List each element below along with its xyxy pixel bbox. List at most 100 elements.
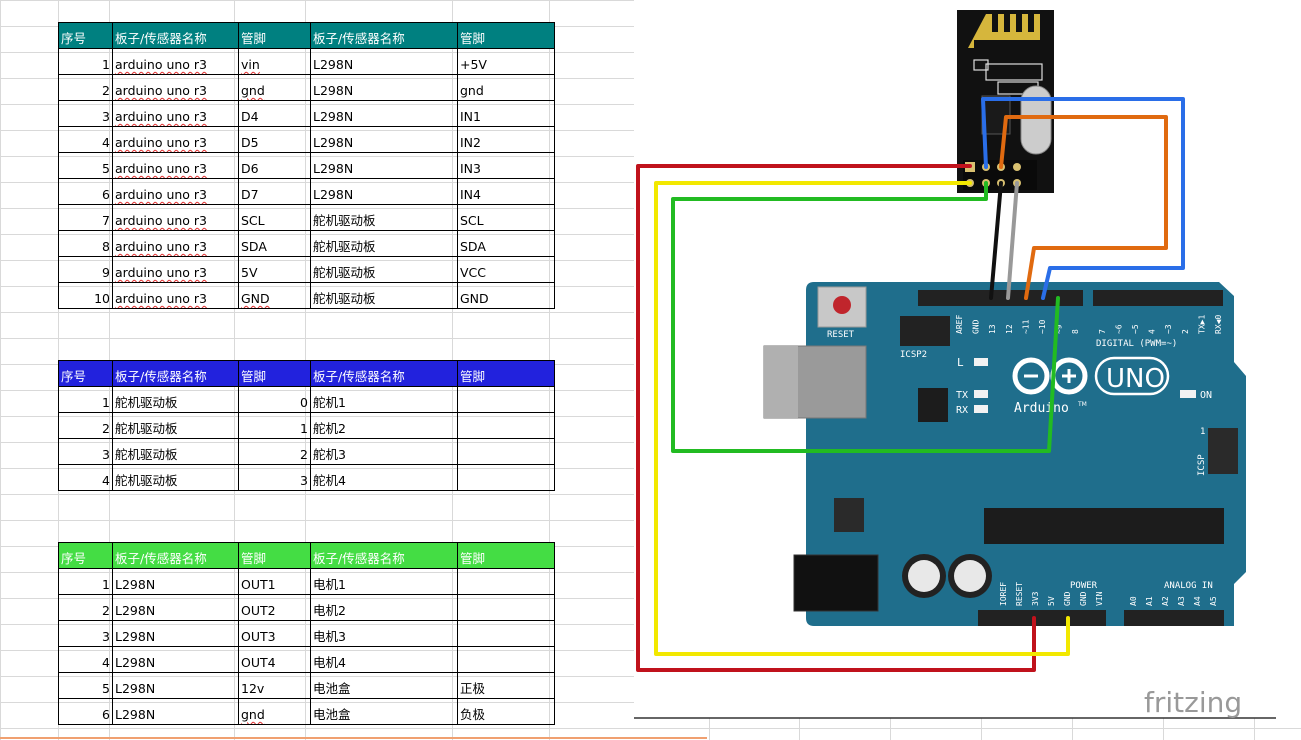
header-cell[interactable]: 序号 — [58, 542, 113, 569]
table-cell[interactable]: 5 — [58, 152, 113, 179]
table-cell[interactable]: arduino uno r3 — [112, 74, 239, 101]
table-cell[interactable]: 0 — [238, 386, 311, 413]
table-cell[interactable]: IN4 — [457, 178, 555, 205]
table-cell[interactable]: 1 — [58, 568, 113, 595]
table-cell[interactable]: SDA — [238, 230, 311, 257]
table-cell[interactable]: 3 — [58, 100, 113, 127]
table-cell[interactable]: SCL — [238, 204, 311, 231]
table-cell[interactable]: arduino uno r3 — [112, 178, 239, 205]
table-cell[interactable]: D7 — [238, 178, 311, 205]
table-cell[interactable]: arduino uno r3 — [112, 282, 239, 309]
table-cell[interactable] — [457, 386, 555, 413]
table-cell[interactable]: 9 — [58, 256, 113, 283]
header-cell[interactable]: 序号 — [58, 22, 113, 49]
table-cell[interactable] — [457, 594, 555, 621]
table-cell[interactable]: 3 — [58, 620, 113, 647]
header-cell[interactable]: 板子/传感器名称 — [112, 542, 239, 569]
table-cell[interactable] — [457, 464, 555, 491]
table-cell[interactable]: gnd — [238, 74, 311, 101]
table-cell[interactable]: GND — [457, 282, 555, 309]
table-cell[interactable]: 5 — [58, 672, 113, 699]
table-cell[interactable]: OUT1 — [238, 568, 311, 595]
table-cell[interactable]: L298N — [310, 178, 458, 205]
table-cell[interactable]: 8 — [58, 230, 113, 257]
table-cell[interactable]: 电池盒 — [310, 698, 458, 725]
table-cell[interactable]: 舵机驱动板 — [310, 204, 458, 231]
header-cell[interactable]: 管脚 — [457, 360, 555, 387]
table-cell[interactable]: 电机4 — [310, 646, 458, 673]
table-cell[interactable]: L298N — [310, 100, 458, 127]
header-cell[interactable]: 管脚 — [238, 22, 311, 49]
table-cell[interactable]: L298N — [310, 152, 458, 179]
table-cell[interactable]: OUT3 — [238, 620, 311, 647]
table-cell[interactable]: 2 — [58, 594, 113, 621]
table-cell[interactable] — [457, 438, 555, 465]
table-cell[interactable]: D6 — [238, 152, 311, 179]
table-cell[interactable]: 舵机2 — [310, 412, 458, 439]
table-cell[interactable]: arduino uno r3 — [112, 204, 239, 231]
header-cell[interactable]: 管脚 — [457, 542, 555, 569]
table-cell[interactable]: 舵机驱动板 — [310, 282, 458, 309]
table-cell[interactable] — [457, 646, 555, 673]
header-cell[interactable]: 板子/传感器名称 — [310, 542, 458, 569]
table-cell[interactable]: gnd — [457, 74, 555, 101]
table-cell[interactable]: L298N — [310, 126, 458, 153]
table-cell[interactable]: D4 — [238, 100, 311, 127]
table-cell[interactable]: 12v — [238, 672, 311, 699]
table-cell[interactable]: arduino uno r3 — [112, 152, 239, 179]
table-cell[interactable]: L298N — [112, 672, 239, 699]
table-cell[interactable]: OUT2 — [238, 594, 311, 621]
table-cell[interactable]: L298N — [112, 568, 239, 595]
table-cell[interactable]: IN1 — [457, 100, 555, 127]
table-cell[interactable]: arduino uno r3 — [112, 126, 239, 153]
table-cell[interactable]: 舵机驱动板 — [112, 438, 239, 465]
table-cell[interactable]: 电池盒 — [310, 672, 458, 699]
table-cell[interactable]: 4 — [58, 126, 113, 153]
table-cell[interactable]: 电机3 — [310, 620, 458, 647]
table-cell[interactable]: IN3 — [457, 152, 555, 179]
table-cell[interactable]: L298N — [112, 620, 239, 647]
table-cell[interactable]: 4 — [58, 464, 113, 491]
table-cell[interactable]: 1 — [58, 48, 113, 75]
table-cell[interactable]: 2 — [58, 74, 113, 101]
table-cell[interactable]: 舵机1 — [310, 386, 458, 413]
table-cell[interactable]: arduino uno r3 — [112, 100, 239, 127]
table-cell[interactable]: 1 — [238, 412, 311, 439]
table-cell[interactable]: 舵机4 — [310, 464, 458, 491]
table-cell[interactable]: VCC — [457, 256, 555, 283]
table-cell[interactable]: 舵机驱动板 — [112, 386, 239, 413]
table-cell[interactable]: 舵机驱动板 — [310, 256, 458, 283]
table-cell[interactable]: 正极 — [457, 672, 555, 699]
table-cell[interactable] — [457, 568, 555, 595]
table-cell[interactable]: 6 — [58, 698, 113, 725]
table-cell[interactable]: L298N — [310, 74, 458, 101]
table-cell[interactable]: 1 — [58, 386, 113, 413]
table-cell[interactable]: arduino uno r3 — [112, 256, 239, 283]
table-cell[interactable]: L298N — [112, 646, 239, 673]
header-cell[interactable]: 板子/传感器名称 — [112, 360, 239, 387]
table-cell[interactable]: 6 — [58, 178, 113, 205]
table-cell[interactable]: SCL — [457, 204, 555, 231]
header-cell[interactable]: 管脚 — [238, 360, 311, 387]
table-cell[interactable]: 电机1 — [310, 568, 458, 595]
table-cell[interactable]: 5V — [238, 256, 311, 283]
table-cell[interactable]: 10 — [58, 282, 113, 309]
table-cell[interactable]: 2 — [58, 412, 113, 439]
header-cell[interactable]: 管脚 — [457, 22, 555, 49]
table-cell[interactable]: arduino uno r3 — [112, 230, 239, 257]
header-cell[interactable]: 板子/传感器名称 — [112, 22, 239, 49]
table-cell[interactable]: gnd — [238, 698, 311, 725]
table-cell[interactable]: 2 — [238, 438, 311, 465]
table-cell[interactable]: 电机2 — [310, 594, 458, 621]
table-cell[interactable] — [457, 412, 555, 439]
table-cell[interactable]: 3 — [238, 464, 311, 491]
table-cell[interactable]: 舵机驱动板 — [112, 412, 239, 439]
table-cell[interactable]: 3 — [58, 438, 113, 465]
table-cell[interactable]: IN2 — [457, 126, 555, 153]
table-cell[interactable]: +5V — [457, 48, 555, 75]
table-cell[interactable]: 舵机驱动板 — [310, 230, 458, 257]
table-cell[interactable]: 舵机驱动板 — [112, 464, 239, 491]
table-cell[interactable]: L298N — [112, 698, 239, 725]
header-cell[interactable]: 序号 — [58, 360, 113, 387]
table-cell[interactable]: 负极 — [457, 698, 555, 725]
